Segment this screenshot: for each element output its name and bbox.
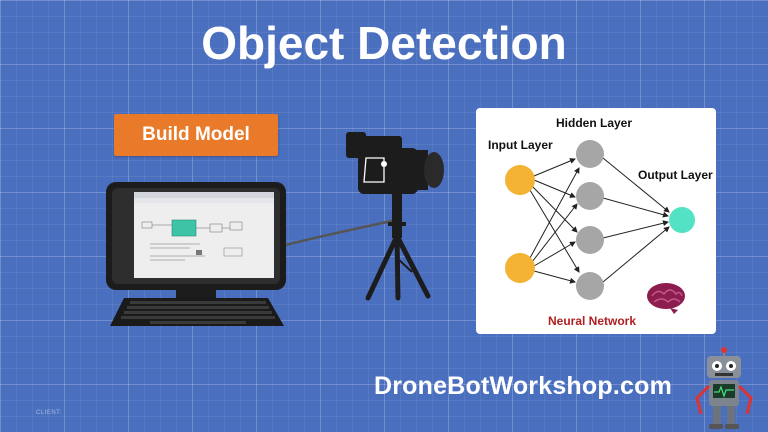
computer-monitor-icon bbox=[106, 182, 286, 298]
client-tag: CLIENT: bbox=[36, 410, 62, 416]
keyboard-icon bbox=[110, 298, 284, 326]
website-footer: DroneBotWorkshop.com bbox=[374, 372, 672, 400]
brain-icon bbox=[647, 283, 685, 314]
input-node bbox=[505, 165, 535, 195]
build-model-button[interactable]: Build Model bbox=[114, 114, 278, 156]
neural-network-graph bbox=[505, 140, 695, 314]
neural-network-panel: Hidden Layer Input Layer Output Layer Ne… bbox=[476, 108, 716, 334]
page-title: Object Detection bbox=[201, 17, 567, 69]
hidden-node bbox=[576, 272, 604, 300]
cable bbox=[281, 218, 397, 248]
output-layer-label: Output Layer bbox=[638, 168, 713, 182]
hidden-layer-label: Hidden Layer bbox=[556, 116, 633, 130]
hidden-node bbox=[576, 140, 604, 168]
hidden-node bbox=[576, 182, 604, 210]
robot-mascot-icon bbox=[695, 347, 753, 429]
tripod-icon bbox=[365, 204, 431, 301]
output-node bbox=[669, 207, 695, 233]
hidden-node bbox=[576, 226, 604, 254]
input-layer-label: Input Layer bbox=[488, 138, 553, 152]
input-node bbox=[505, 253, 535, 283]
video-camera-icon bbox=[346, 132, 444, 204]
neural-network-caption: Neural Network bbox=[548, 314, 637, 328]
